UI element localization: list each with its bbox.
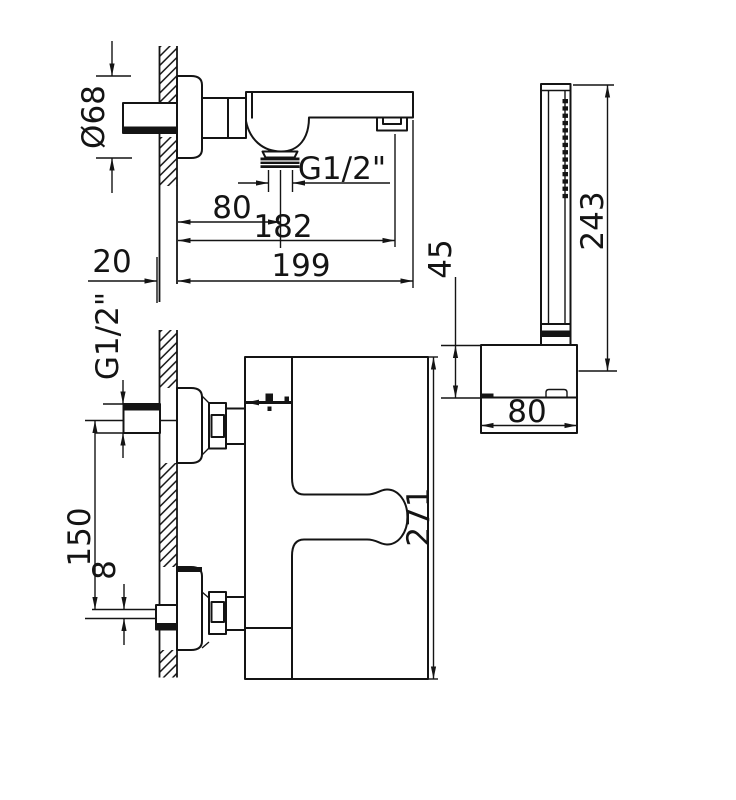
dim-label-199: 199 bbox=[271, 248, 330, 284]
dim-label-150: 150 bbox=[62, 507, 98, 566]
dim-label-20: 20 bbox=[92, 244, 131, 280]
bracket-clip bbox=[545, 388, 568, 398]
dim-label-45: 45 bbox=[423, 239, 459, 278]
hand-shower-view: 45 243 80 bbox=[423, 83, 617, 434]
dim-8: 8 bbox=[87, 560, 127, 645]
dim-182: 182 bbox=[178, 134, 396, 247]
nipple-cone bbox=[261, 150, 299, 159]
dim-45: 45 bbox=[423, 239, 481, 399]
dim-243: 243 bbox=[573, 84, 617, 372]
side-view: Ø68 G1/2" 80 182 199 20 bbox=[76, 41, 414, 303]
wall-hatch bbox=[159, 463, 177, 567]
dim-thread-top: G1/2" bbox=[238, 151, 390, 248]
dim-label-243: 243 bbox=[575, 191, 611, 250]
inwall-seal bbox=[123, 126, 177, 133]
escutcheon bbox=[176, 387, 203, 464]
wall-hatch bbox=[159, 650, 177, 678]
dim-label-thread-front: G1/2" bbox=[90, 292, 126, 380]
dim-label-80-top: 80 bbox=[212, 190, 251, 226]
aerator-slot bbox=[382, 116, 402, 125]
escutcheon bbox=[176, 75, 203, 159]
dim-label-271: 271 bbox=[401, 487, 437, 546]
neck bbox=[201, 97, 247, 139]
dim-label-182: 182 bbox=[253, 209, 312, 245]
dim-thread-front: G1/2" bbox=[90, 292, 160, 458]
dim-label-80-shower: 80 bbox=[507, 394, 546, 430]
nipple-thread bbox=[260, 157, 300, 168]
dim-80-top: 80 bbox=[178, 190, 281, 226]
dim-diameter-68: Ø68 bbox=[76, 41, 132, 193]
lower-connection bbox=[155, 566, 246, 651]
dim-label-diameter: Ø68 bbox=[76, 85, 112, 149]
dim-80-shower: 80 bbox=[481, 394, 577, 430]
spray-nozzles bbox=[562, 99, 568, 199]
dim-label-8: 8 bbox=[87, 560, 123, 580]
mixer-body-front bbox=[244, 356, 429, 680]
front-view: G1/2" 150 8 271 bbox=[62, 292, 438, 680]
shower-wand bbox=[540, 83, 572, 346]
wall-hatch bbox=[159, 137, 177, 186]
wall-hatch bbox=[159, 330, 177, 388]
wall-hatch bbox=[159, 46, 177, 103]
dim-271: 271 bbox=[401, 356, 438, 680]
dim-150: 150 bbox=[62, 420, 98, 610]
bracket-block bbox=[480, 344, 578, 434]
dim-199: 199 20 bbox=[88, 120, 414, 303]
escutcheon bbox=[176, 566, 203, 651]
dim-label-thread-top: G1/2" bbox=[298, 151, 386, 187]
wall-section-top bbox=[158, 46, 178, 302]
upper-connection bbox=[122, 387, 246, 464]
handle-recess bbox=[291, 356, 409, 680]
